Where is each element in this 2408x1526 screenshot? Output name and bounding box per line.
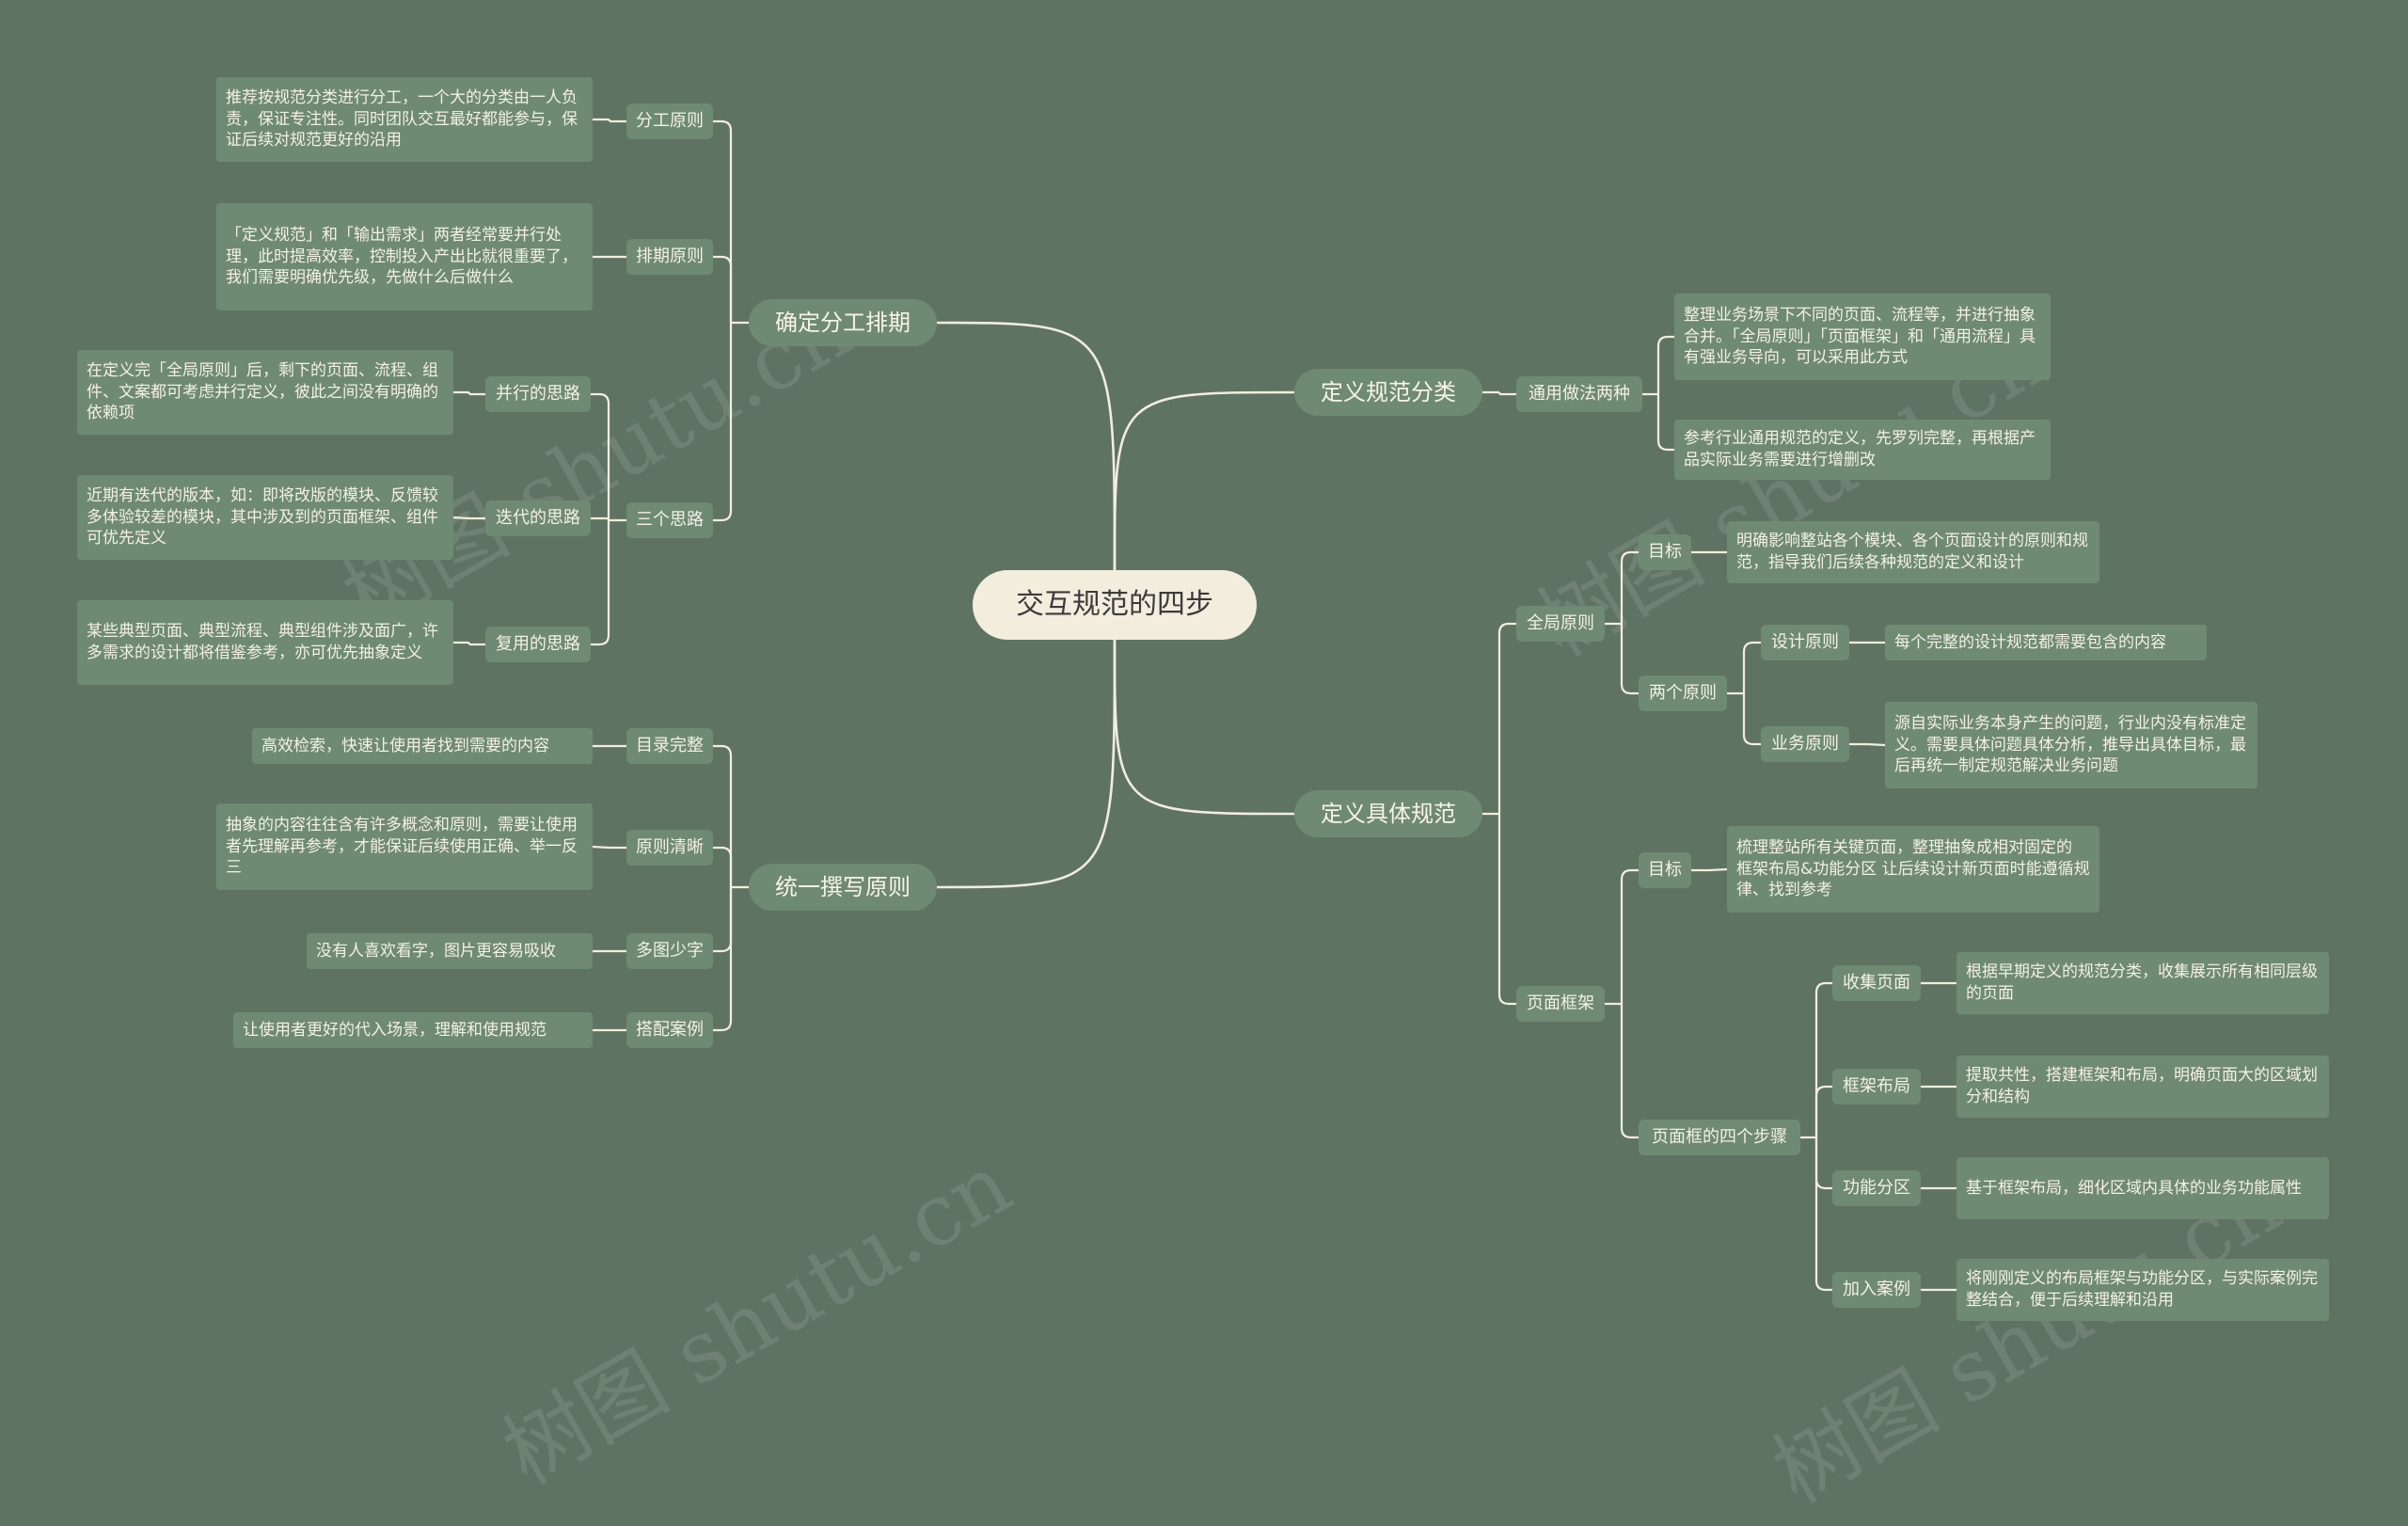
leaf-text: 源自实际业务本身产生的问题，行业内没有标准定义。需要具体问题具体分析，推导出具体… [1885, 702, 2258, 788]
connector [1656, 394, 1674, 452]
leaf-text: 明确影响整站各个模块、各个页面设计的原则和规范，指导我们后续各种规范的定义和设计 [1727, 521, 2099, 583]
node-two-common-methods[interactable]: 通用做法两种 [1516, 376, 1642, 412]
node-clear-principles[interactable]: 原则清晰 [626, 830, 713, 866]
connector [1620, 550, 1639, 624]
branch-define-specifics[interactable]: 定义具体规范 [1294, 790, 1482, 837]
connector [593, 118, 611, 122]
leaf-text: 将刚刚定义的布局框架与功能分区，与实际案例完整结合，便于后续理解和沿用 [1956, 1259, 2329, 1321]
leaf-text: 高效检索，快速让使用者找到需要的内容 [252, 728, 593, 764]
connector [453, 390, 471, 395]
connector [1708, 867, 1728, 872]
connector [1814, 1137, 1832, 1292]
node-framework-layout[interactable]: 框架布局 [1832, 1069, 1921, 1105]
leaf-text: 让使用者更好的代入场景，理解和使用规范 [233, 1012, 593, 1048]
connector [713, 744, 733, 887]
connector [713, 887, 733, 1032]
connector [591, 392, 610, 520]
leaf-text: 根据早期定义的规范分类，收集展示所有相同层级的页面 [1956, 952, 2329, 1014]
node-goal[interactable]: 目标 [1639, 852, 1691, 888]
node-four-steps[interactable]: 页面框的四个步骤 [1639, 1120, 1800, 1155]
leaf-text: 近期有迭代的版本，如：即将改版的模块、反馈较多体验较差的模块，其中涉及到的页面框… [77, 475, 453, 560]
connector [1620, 624, 1639, 695]
leaf-text: 每个完整的设计规范都需要包含的内容 [1885, 625, 2207, 660]
connector [591, 517, 610, 521]
node-three-ideas[interactable]: 三个思路 [626, 502, 713, 538]
leaf-text: 没有人喜欢看字，图片更容易吸收 [307, 933, 593, 969]
connector [1814, 981, 1832, 1137]
connector [936, 639, 1117, 889]
leaf-text: 某些典型页面、典型流程、典型组件涉及面广，许多需求的设计都将借鉴参考，亦可优先抽… [77, 600, 453, 685]
connector [1620, 1004, 1639, 1139]
connector [713, 887, 733, 953]
node-page-framework[interactable]: 页面框架 [1516, 986, 1605, 1022]
connector-lines [452, 118, 1956, 1292]
connector [713, 119, 733, 323]
leaf-text: 参考行业通用规范的定义，先罗列完整，再根据产品实际业务需要进行增删改 [1674, 420, 2051, 480]
leaf-text: 提取共性，搭建框架和布局，明确页面大的区域划分和结构 [1956, 1056, 2329, 1118]
node-schedule-principle[interactable]: 排期原则 [626, 239, 713, 275]
mindmap-canvas: 树图 shutu.cn 树图 shutu.cn 树图 shutu.cn 树图 s… [77, 77, 2329, 1522]
node-reuse-idea[interactable]: 复用的思路 [485, 627, 591, 662]
connector [1497, 391, 1516, 396]
leaf-text: 在定义完「全局原则」后，剩下的页面、流程、组件、文案都可考虑并行定义，彼此之间没… [77, 350, 453, 435]
connector [936, 321, 1117, 571]
connector [713, 846, 733, 887]
connector [1742, 693, 1761, 746]
connector [591, 520, 610, 646]
branch-writing-principles[interactable]: 统一撰写原则 [749, 864, 937, 911]
node-collect-pages[interactable]: 收集页面 [1832, 965, 1921, 1001]
node-design-principle[interactable]: 设计原则 [1761, 625, 1849, 660]
node-two-principles[interactable]: 两个原则 [1639, 676, 1727, 711]
leaf-text: 抽象的内容往往含有许多概念和原则，需要让使用者先理解再参考，才能保证后续使用正确… [216, 803, 593, 890]
leaf-text: 整理业务场景下不同的页面、流程等，并进行抽象合并。「全局原则」「页面框架」和「通… [1674, 294, 2051, 380]
connector [1113, 639, 1295, 816]
connector [1742, 641, 1761, 693]
leaf-text: 梳理整站所有关键页面，整理抽象成相对固定的 框架布局&功能分区 让后续设计新页面… [1727, 826, 2099, 913]
node-global-principles[interactable]: 全局原则 [1516, 606, 1605, 642]
connector [453, 641, 471, 645]
connector [1497, 814, 1516, 1006]
connector [1656, 335, 1674, 394]
connector [1497, 622, 1516, 814]
connector [592, 845, 610, 850]
leaf-text: 基于框架布局，细化区域内具体的业务功能属性 [1956, 1157, 2329, 1219]
node-iteration-idea[interactable]: 迭代的思路 [485, 501, 591, 536]
node-goal[interactable]: 目标 [1639, 534, 1691, 570]
root-topic[interactable]: 交互规范的四步 [973, 570, 1257, 640]
leaf-text: 推荐按规范分类进行分工，一个大的分类由一人负责，保证专注性。同时团队交互最好都能… [216, 77, 593, 162]
connector [713, 255, 733, 323]
leaf-text: 「定义规范」和「输出需求」两者经常要并行处理，此时提高效率，控制投入产出比就很重… [216, 203, 593, 310]
node-business-principle[interactable]: 业务原则 [1761, 726, 1849, 762]
branch-define-categories[interactable]: 定义规范分类 [1294, 369, 1482, 416]
connector [713, 323, 733, 522]
node-with-cases[interactable]: 搭配案例 [626, 1012, 713, 1048]
branch-schedule[interactable]: 确定分工排期 [749, 299, 937, 346]
connector [452, 516, 470, 520]
node-add-cases[interactable]: 加入案例 [1832, 1272, 1921, 1308]
node-parallel-idea[interactable]: 并行的思路 [485, 376, 591, 412]
node-complete-toc[interactable]: 目录完整 [626, 728, 713, 764]
node-division-principle[interactable]: 分工原则 [626, 103, 713, 139]
connector [1866, 742, 1886, 747]
connector [1113, 390, 1295, 571]
connector [1620, 868, 1639, 1004]
node-more-images[interactable]: 多图少字 [626, 933, 713, 969]
connector [1814, 1137, 1832, 1190]
node-function-zones[interactable]: 功能分区 [1832, 1170, 1921, 1206]
connector [1814, 1085, 1832, 1137]
